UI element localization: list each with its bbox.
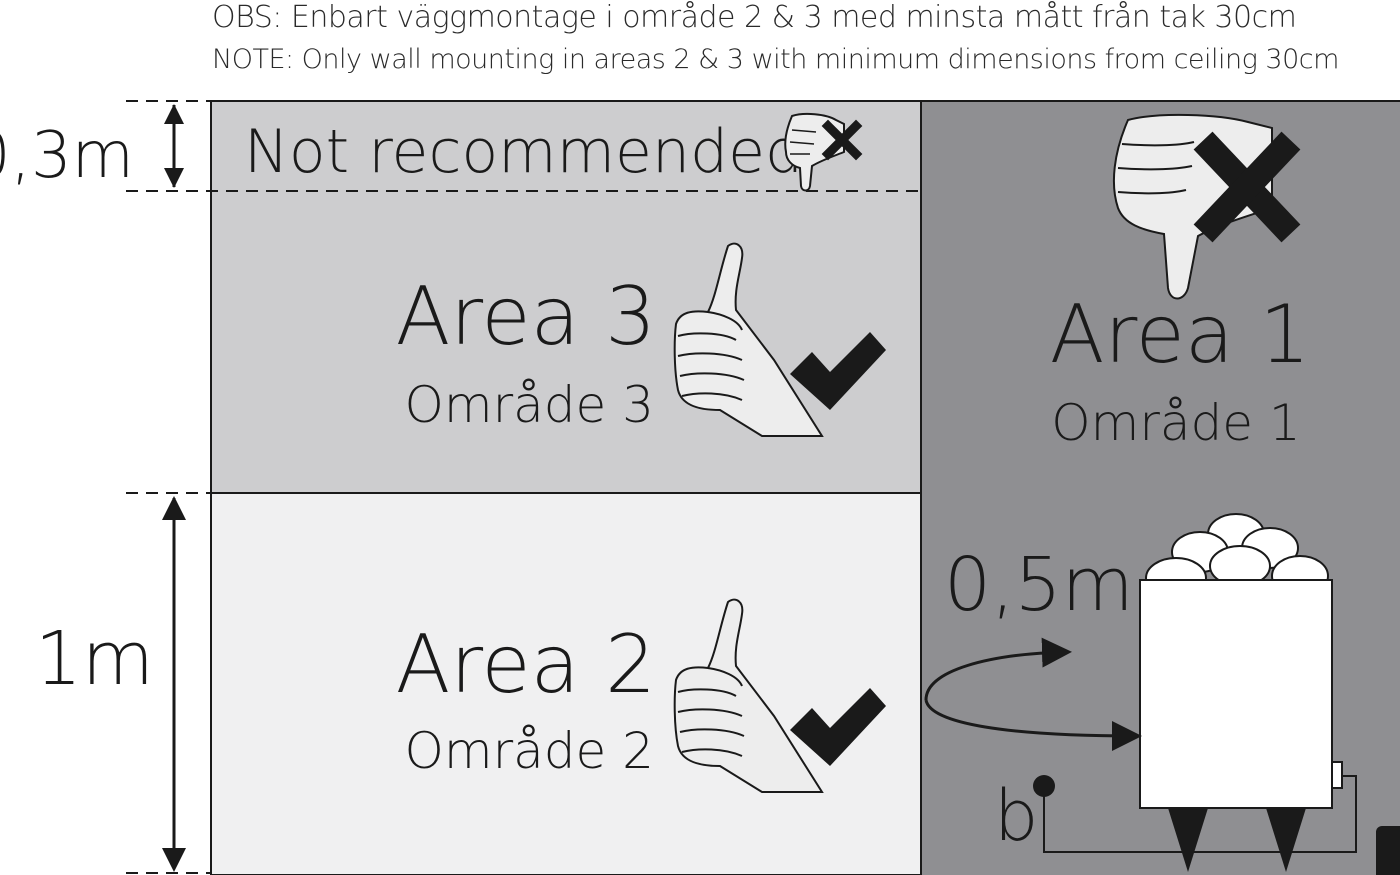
- thumbs-up-area2-icon: [673, 598, 824, 793]
- heater-leg-right: [1266, 808, 1306, 872]
- sensor-label: b: [994, 775, 1038, 857]
- not-recommended-label: Not recommended: [244, 117, 803, 187]
- area1-subtitle: Område 1: [1051, 394, 1300, 452]
- heater-body: [1139, 579, 1333, 809]
- distance-label: 0,5m: [944, 542, 1134, 628]
- partial-object: [1376, 826, 1400, 875]
- dimension-arrow-bottom: [162, 496, 186, 872]
- heater-leg-left: [1168, 808, 1208, 872]
- area2-title: Area 2: [396, 618, 656, 711]
- area3-title: Area 3: [396, 270, 656, 363]
- cross-large-icon: [1193, 131, 1301, 243]
- distance-arrow-upper: [924, 637, 1072, 701]
- sensor-wire: [1043, 775, 1357, 853]
- distance-arrow-lower: [924, 699, 1142, 751]
- cross-small-icon: [821, 119, 863, 161]
- heater-control: [1331, 761, 1343, 789]
- area1-title: Area 1: [1050, 288, 1310, 381]
- sauna-heater: [1139, 513, 1343, 872]
- dimension-arrow-top: [164, 104, 184, 188]
- dimension-label-bottom: 1m: [35, 616, 154, 702]
- dimension-label-top: 0,3m: [0, 119, 134, 193]
- swedish-note: OBS: Enbart väggmontage i område 2 & 3 m…: [212, 0, 1297, 35]
- checkmark-area2-icon: [790, 688, 886, 766]
- area3-subtitle: Område 3: [405, 376, 654, 434]
- checkmark-area3-icon: [790, 332, 886, 410]
- area2-subtitle: Område 2: [405, 722, 654, 780]
- thumbs-up-area3-icon: [673, 242, 824, 437]
- english-note: NOTE: Only wall mounting in areas 2 & 3 …: [212, 44, 1339, 75]
